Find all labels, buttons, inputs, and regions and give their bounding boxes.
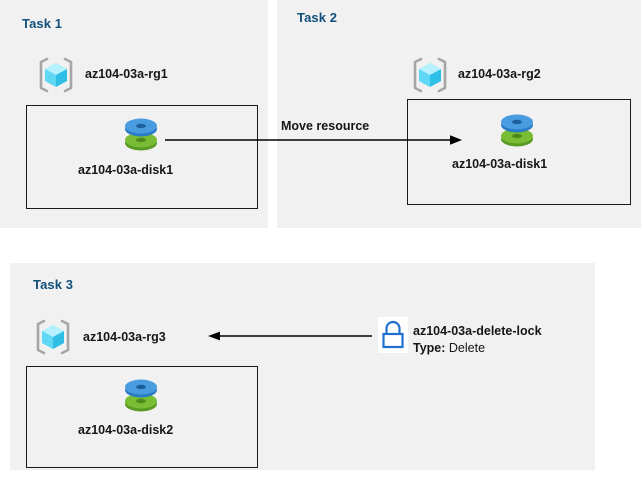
lock-applies-arrow xyxy=(208,331,372,341)
resource-container-task-3 xyxy=(26,366,258,468)
lock-type-key: Type: xyxy=(413,341,446,355)
task-3-title: Task 3 xyxy=(33,277,74,292)
resource-label-task-1: az104-03a-disk1 xyxy=(78,163,174,177)
managed-disk-icon xyxy=(497,110,537,159)
resource-group-label-task-2: az104-03a-rg2 xyxy=(458,67,541,81)
resource-group-icon xyxy=(33,318,73,361)
resource-group-icon xyxy=(36,56,76,99)
managed-disk-icon xyxy=(121,114,161,163)
resource-container-task-1 xyxy=(26,105,258,209)
resource-group-label-task-3: az104-03a-rg3 xyxy=(83,330,166,344)
move-resource-arrow xyxy=(165,135,462,145)
lock-type-row: Type: Delete xyxy=(413,341,485,355)
task-1-title: Task 1 xyxy=(22,16,63,31)
panel-task-1 xyxy=(0,0,268,228)
move-resource-label: Move resource xyxy=(281,119,370,133)
task-2-title: Task 2 xyxy=(297,10,338,25)
resource-group-label-task-1: az104-03a-rg1 xyxy=(85,67,168,81)
lock-type-value: Delete xyxy=(448,341,486,355)
panel-task-2 xyxy=(277,0,641,228)
resource-label-task-2: az104-03a-disk1 xyxy=(452,157,548,171)
resource-label-task-3: az104-03a-disk2 xyxy=(78,423,174,437)
resource-container-task-2 xyxy=(407,99,631,205)
managed-disk-icon xyxy=(121,375,161,424)
resource-group-icon xyxy=(410,56,450,99)
lock-label: az104-03a-delete-lock xyxy=(413,324,542,338)
lock-icon xyxy=(378,317,408,358)
